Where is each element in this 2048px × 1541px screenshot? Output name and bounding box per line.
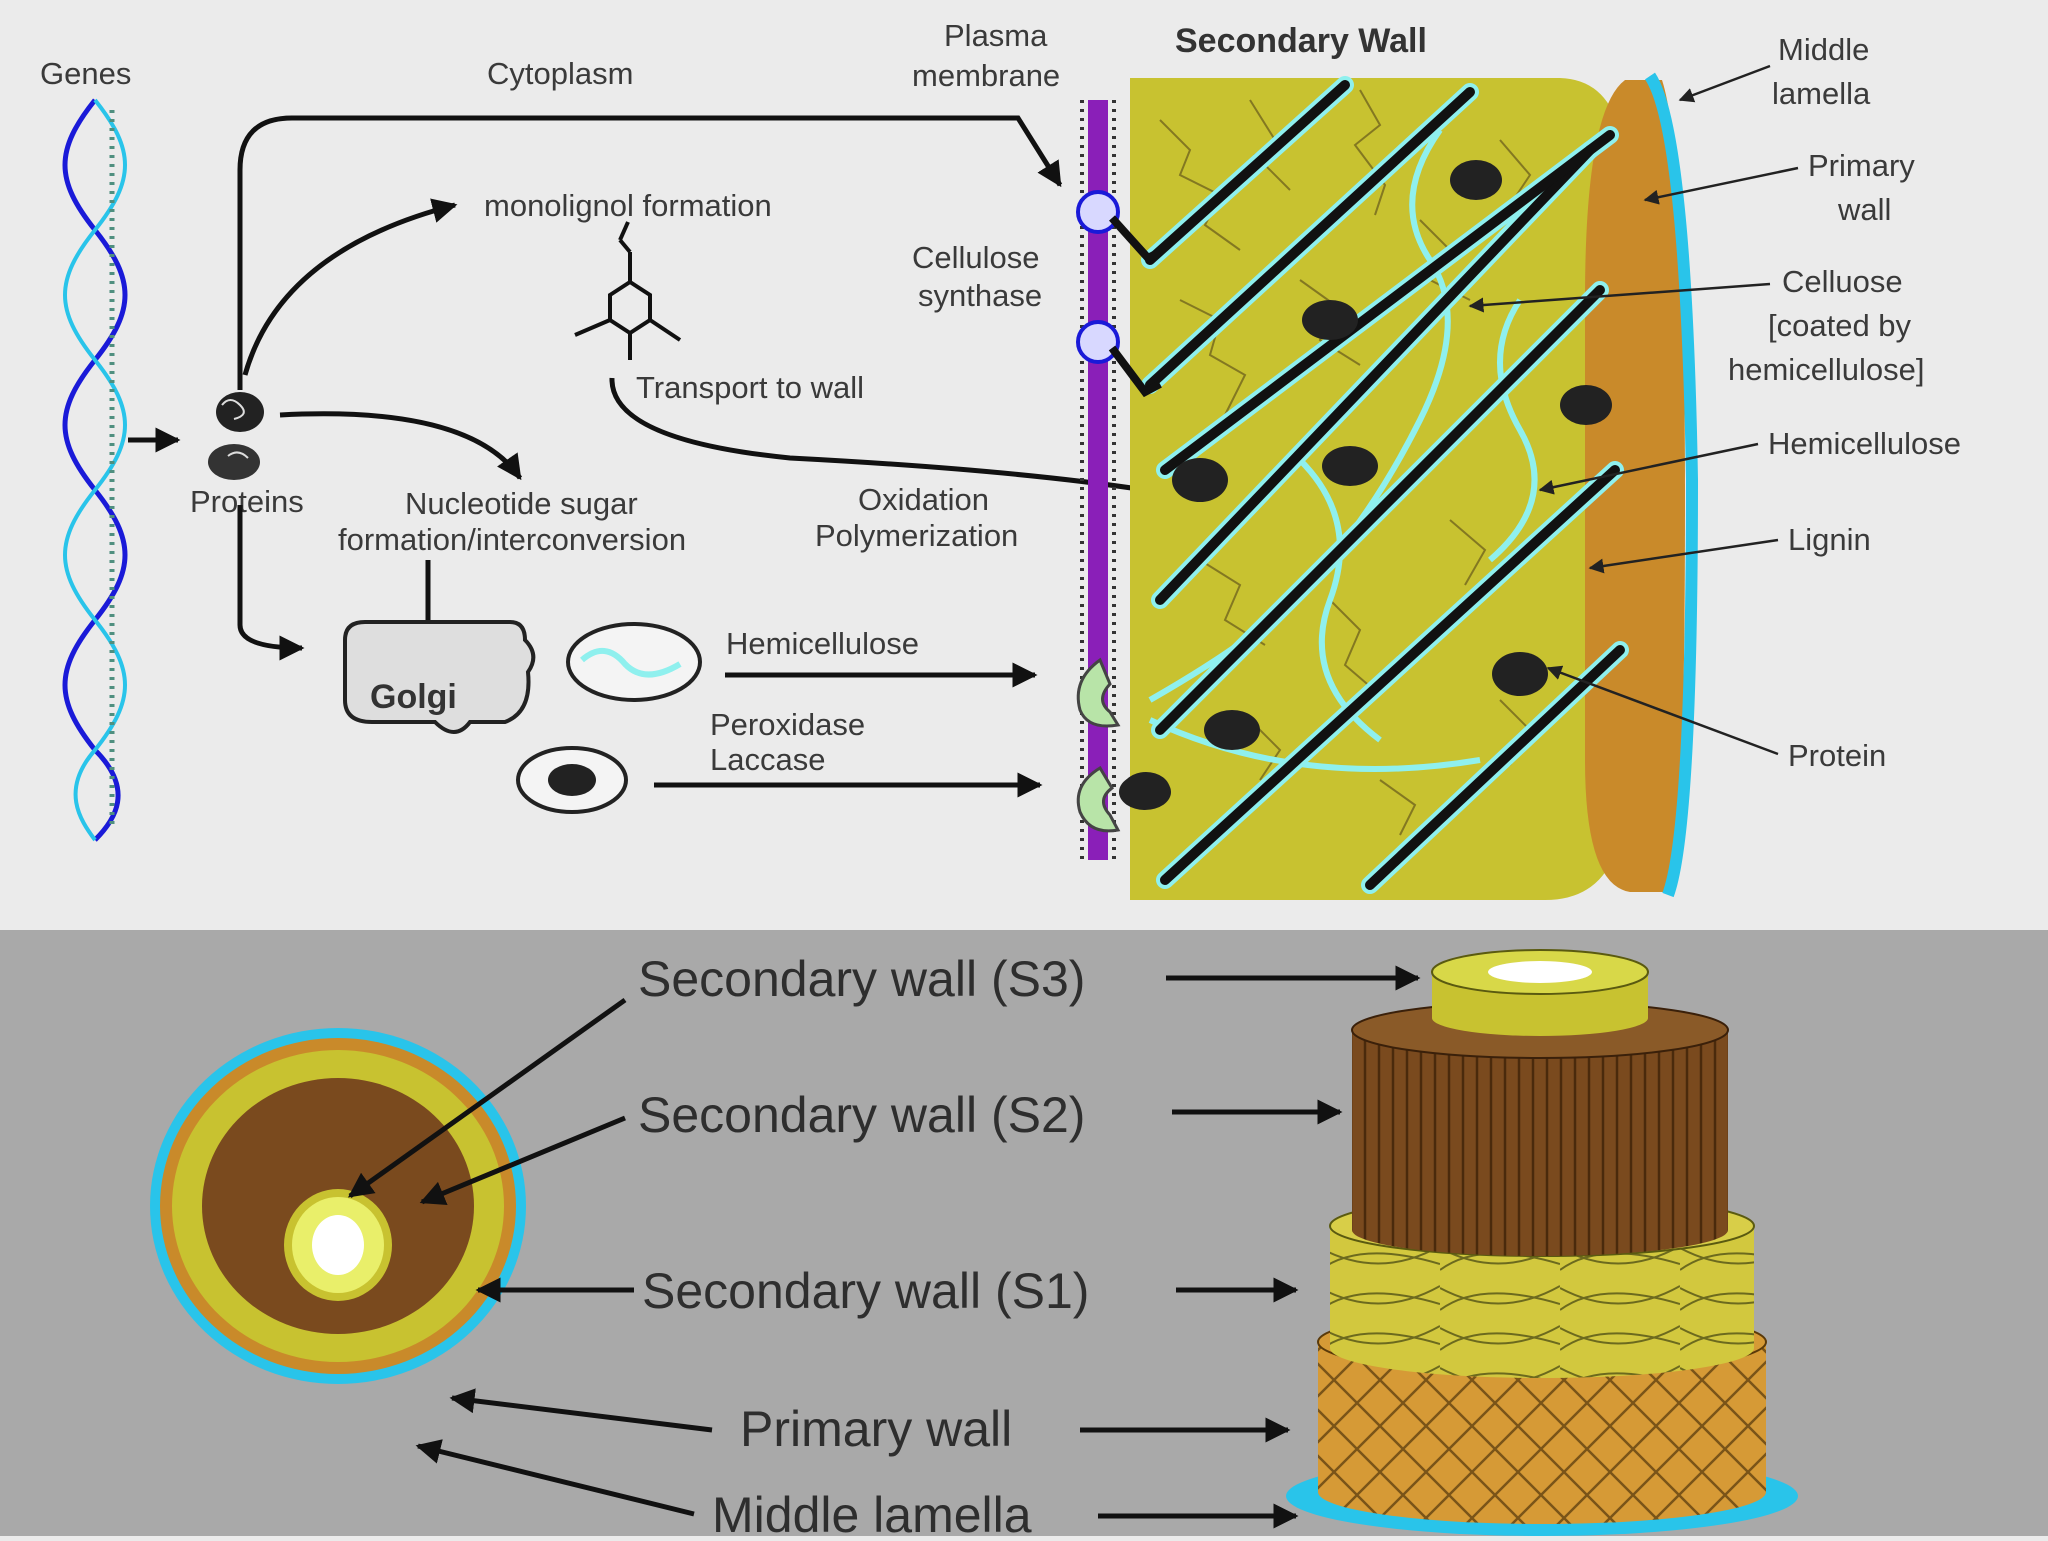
cellulose-synthase-label-2: synthase xyxy=(918,278,1042,313)
cellulose-label-2: [coated by xyxy=(1768,308,1912,343)
primary-wall-label-1: Primary xyxy=(1808,148,1915,183)
monolignol-molecule-icon xyxy=(574,221,682,360)
lignin-pointer xyxy=(1588,538,1779,574)
middle-lamella-pointer xyxy=(1678,64,1771,103)
enzyme-secretion-icons xyxy=(1076,657,1170,833)
cellulose-microfibrils xyxy=(1141,76,1629,894)
primary-wall-pointer xyxy=(1643,166,1799,205)
proteins-label: Proteins xyxy=(190,484,304,519)
proteins-to-nucleotide-arrow xyxy=(279,411,523,481)
primary-wall-band xyxy=(1585,80,1685,892)
hemicellulose-pointer xyxy=(1538,442,1759,495)
dna-helix-icon xyxy=(62,98,128,842)
golgi-icon xyxy=(343,620,536,734)
transport-to-wall-arrow xyxy=(609,377,1161,501)
proteins-to-golgi-arrow xyxy=(237,505,305,661)
top-panel xyxy=(0,0,2048,930)
middle-lamella-band xyxy=(1644,72,1699,898)
hemicellulose-transport-label: Hemicellulose xyxy=(726,626,919,661)
cellulose-synthase-icons xyxy=(1076,190,1162,398)
transport-label: Transport to wall xyxy=(636,370,864,405)
middle-lamella-bottom-label: Middle lamella xyxy=(712,1487,1032,1536)
hemicellulose-label: Hemicellulose xyxy=(1768,426,1961,461)
s2-label: Secondary wall (S2) xyxy=(638,1087,1085,1143)
s3-label: Secondary wall (S3) xyxy=(638,951,1085,1007)
bottom-right-arrows xyxy=(1080,965,1421,1529)
nucleotide-label-1: Nucleotide sugar xyxy=(405,486,638,521)
genes-label: Genes xyxy=(40,56,131,91)
primary-wall-bottom-label: Primary wall xyxy=(740,1401,1012,1457)
bottom-left-arrows xyxy=(347,997,713,1517)
cellulose-label-3: hemicellulose] xyxy=(1728,352,1924,387)
cellulose-synthase-label-1: Cellulose xyxy=(912,240,1040,275)
secondary-wall-title: Secondary Wall xyxy=(1175,22,1427,60)
protein-pointer xyxy=(1546,665,1779,756)
cellulose-label-1: Celluose xyxy=(1782,264,1903,299)
cell-cross-section xyxy=(150,1028,526,1384)
plasma-membrane-label-2: membrane xyxy=(912,58,1060,93)
oxidation-label: Oxidation xyxy=(858,482,989,517)
protein-cluster-icon xyxy=(208,392,264,480)
golgi-label: Golgi xyxy=(370,678,457,716)
enzyme-vesicle-icon xyxy=(516,746,628,814)
hemicellulose-vesicle-icon xyxy=(566,622,702,702)
peroxidase-label: Peroxidase xyxy=(710,707,865,742)
layered-fiber-cylinder xyxy=(1286,949,1798,1536)
laccase-label: Laccase xyxy=(710,742,825,777)
s1-label: Secondary wall (S1) xyxy=(642,1263,1089,1319)
monolignol-label: monolignol formation xyxy=(484,188,772,223)
plasma-membrane-label-1: Plasma xyxy=(944,18,1048,53)
proteins-to-monolignol-arrow xyxy=(242,198,458,376)
nucleotide-label-2: formation/interconversion xyxy=(338,522,686,557)
lignin-label: Lignin xyxy=(1788,522,1871,557)
cytoplasm-label: Cytoplasm xyxy=(487,56,633,91)
protein-label: Protein xyxy=(1788,738,1886,773)
middle-lamella-label-2: lamella xyxy=(1772,76,1871,111)
polymerization-label: Polymerization xyxy=(815,518,1018,553)
primary-wall-label-2: wall xyxy=(1837,192,1891,227)
proteins-to-cellulose-synthase-arrow xyxy=(237,115,1063,390)
cellulose-pointer xyxy=(1468,282,1771,313)
middle-lamella-label-1: Middle xyxy=(1778,32,1869,67)
